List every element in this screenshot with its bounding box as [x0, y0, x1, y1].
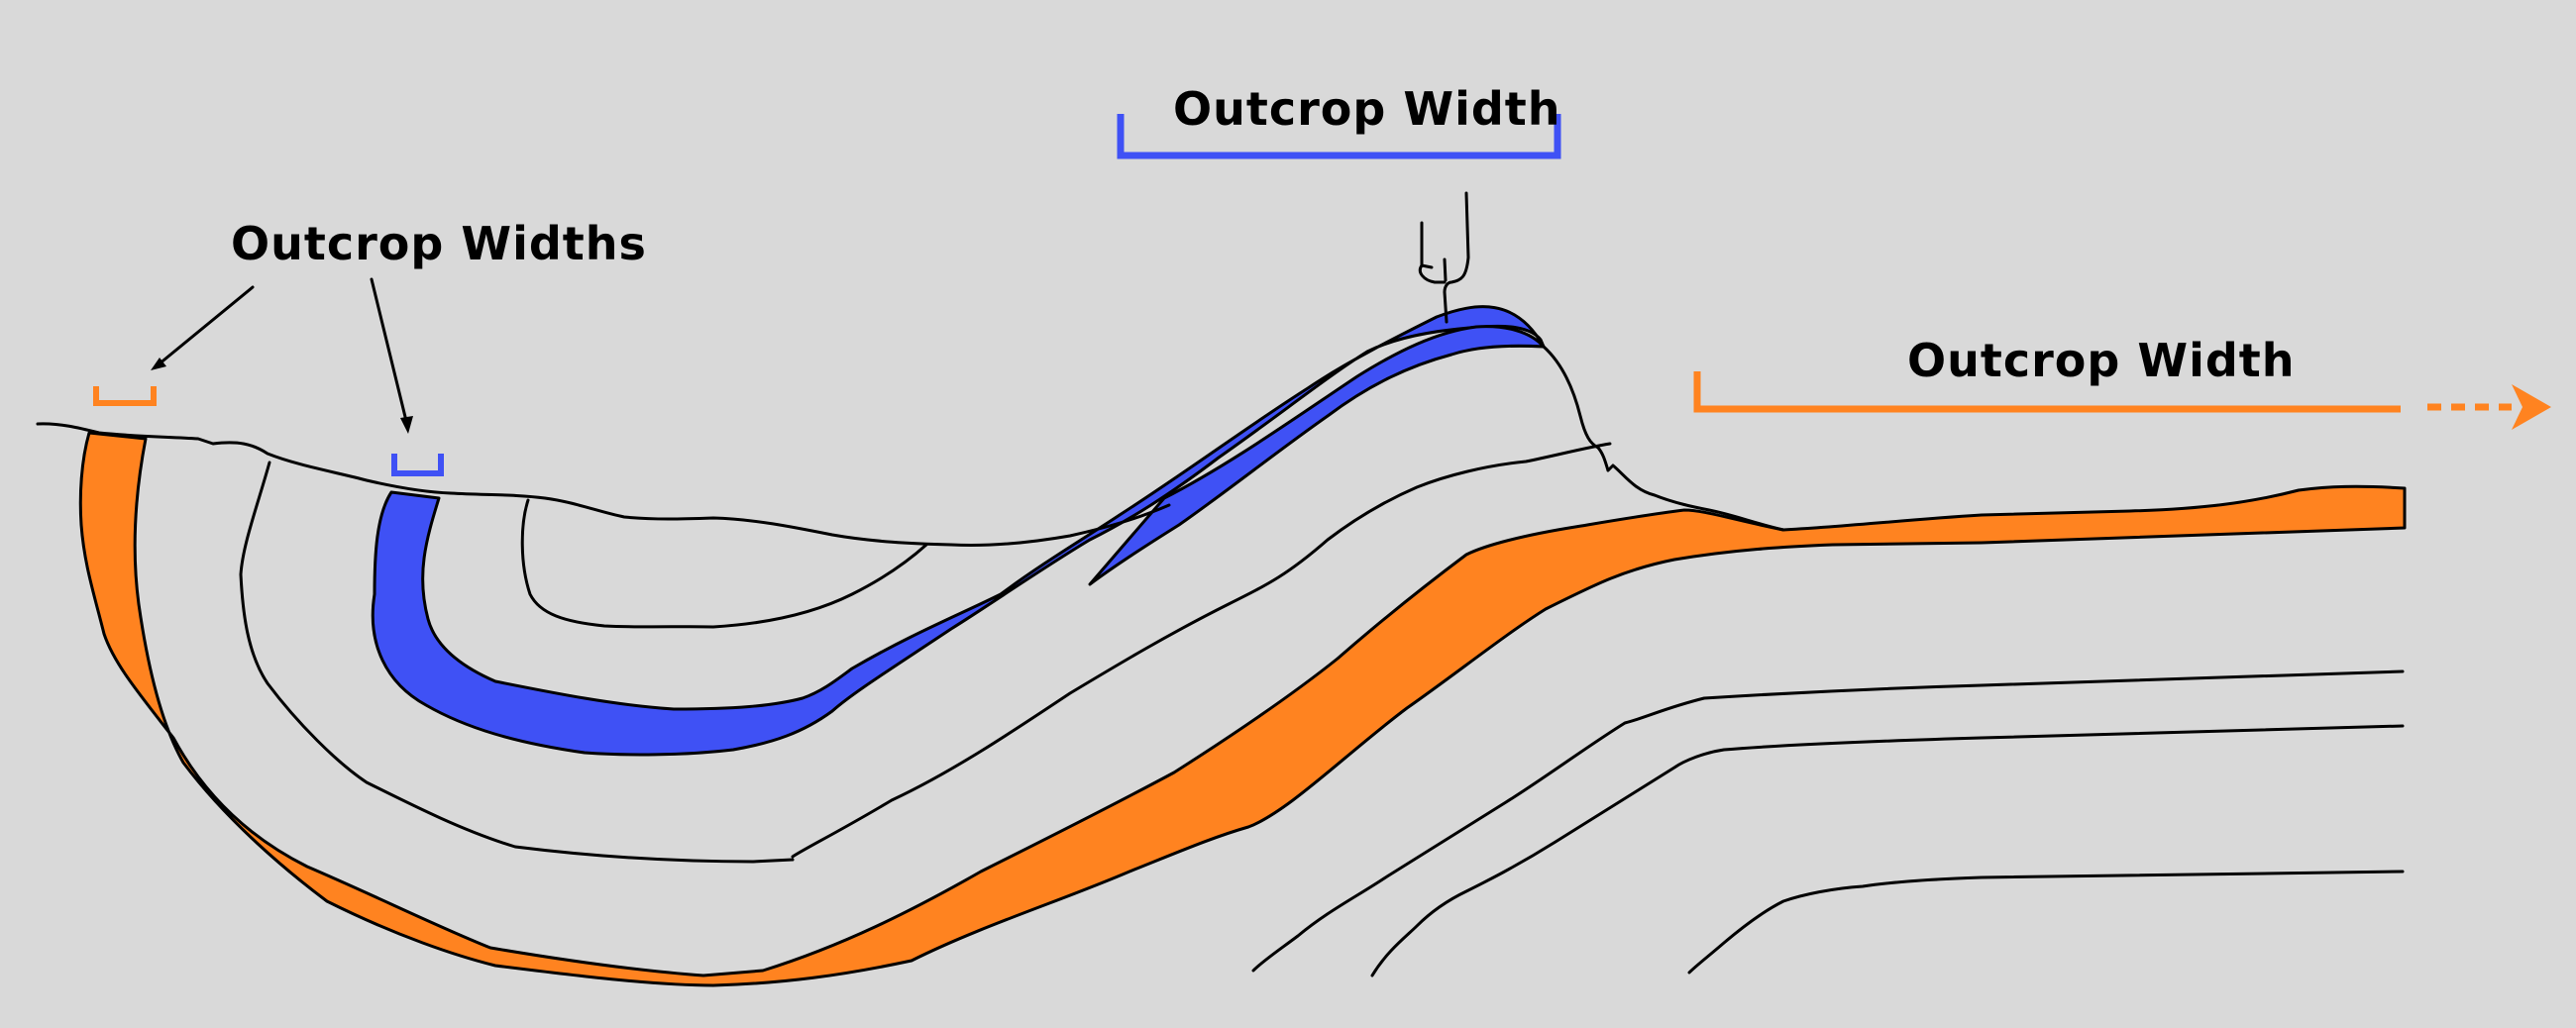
arrow-line-orange — [157, 285, 255, 366]
small-blue-bracket — [391, 454, 444, 476]
small-orange-bracket — [93, 386, 157, 406]
orange-arrow-head — [2512, 384, 2551, 430]
arrow-line-blue — [370, 277, 408, 423]
ground-surface — [36, 422, 1171, 548]
cliff-ledge — [1606, 463, 1785, 532]
blue-bed-crest — [1088, 325, 1546, 586]
arrow-head-orange — [151, 358, 166, 370]
cliff-surface — [1542, 345, 1610, 472]
orange-bed — [78, 431, 2407, 987]
bed-line-4 — [1370, 724, 2405, 977]
orange-outcrop-bracket — [1693, 371, 2401, 413]
bed-line-1 — [239, 461, 795, 864]
arrow-head-blue — [400, 416, 413, 434]
blue-outcrop-bracket — [1117, 114, 1561, 159]
crest-figure — [1418, 191, 1470, 324]
label-outcrop-width-orange: Outcrop Width — [1907, 334, 2296, 387]
blue-bed — [371, 305, 1546, 757]
bed-line-5 — [1687, 870, 2405, 975]
upper-bed-line-right — [791, 442, 1612, 859]
label-outcrop-width-blue: Outcrop Width — [1173, 82, 1561, 136]
bed-line-3 — [1251, 669, 2405, 973]
bed-line-2 — [520, 498, 928, 629]
label-outcrop-widths: Outcrop Widths — [231, 217, 647, 270]
